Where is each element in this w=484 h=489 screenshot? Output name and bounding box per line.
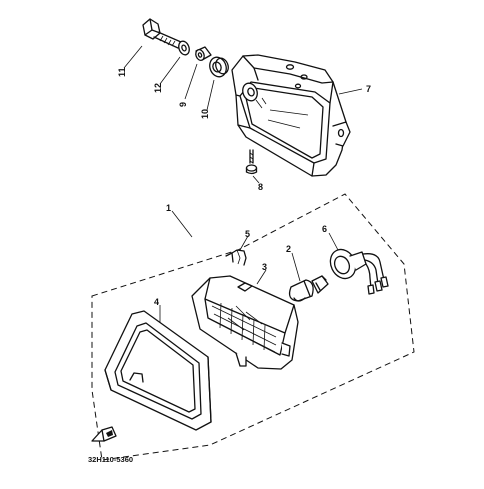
callout-8: 8 (258, 182, 263, 192)
leader-lines (123, 45, 363, 323)
callout-9: 9 (178, 102, 188, 107)
clip-5 (225, 249, 247, 266)
washer-12 (178, 40, 190, 56)
callout-5: 5 (245, 229, 250, 239)
rim-4 (104, 310, 212, 431)
callout-2: 2 (286, 244, 291, 254)
collar-9 (195, 46, 212, 61)
bulb-2 (288, 275, 329, 302)
callout-10: 10 (200, 109, 210, 119)
grommet-10 (209, 56, 229, 78)
callout-6: 6 (322, 224, 327, 234)
callout-11: 11 (117, 67, 127, 77)
callout-3: 3 (262, 262, 267, 272)
housing-7 (231, 54, 351, 177)
socket-cord-6 (329, 248, 389, 295)
callout-12: 12 (153, 83, 163, 93)
assembly-1-boundary (91, 193, 415, 461)
callout-1: 1 (166, 203, 171, 213)
lens-unit-3 (191, 275, 299, 370)
front-arrow-icon (91, 426, 117, 442)
callout-4: 4 (154, 297, 159, 307)
callout-labels: 1 2 3 4 5 6 7 8 9 10 11 12 (117, 67, 371, 307)
part-code: 32H110-5360 (88, 455, 133, 464)
callout-7: 7 (366, 84, 371, 94)
screw-8 (245, 149, 258, 175)
bolt-11 (142, 18, 182, 49)
